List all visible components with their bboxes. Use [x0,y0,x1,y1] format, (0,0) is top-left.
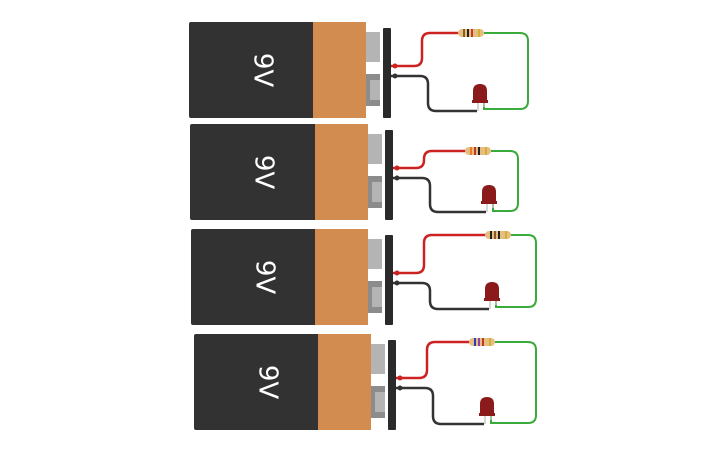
led-3-rim [484,298,500,301]
resistor-2-band-2 [474,147,476,155]
resistor-3-band-4 [505,231,507,239]
resistor-4-band-4 [489,338,491,346]
circuit-1: 9V [189,22,529,118]
led-1-dome [473,84,487,103]
led-2-rim [481,201,497,204]
wire-1-positive [391,31,460,68]
wire-4-loop [490,341,537,424]
battery-4-terminal-negative-inner [375,392,385,412]
battery-2-terminal-positive [368,134,382,164]
battery-2-label: 9V [249,155,279,190]
battery-3-label: 9V [250,260,280,295]
led-2-dome [482,185,496,204]
wire-1-loop [483,32,529,110]
battery-4-terminal-positive [371,344,385,374]
battery-4-band [318,334,371,430]
battery-4-label: 9V [253,365,283,400]
resistor-4-band-2 [478,338,480,346]
battery-3-terminal-positive [368,239,382,269]
wire-2-loop [491,150,519,212]
connector-4-positive [397,375,403,381]
led-1-rim [472,100,488,103]
connector-2-positive [394,165,400,171]
wire-2-positive [393,149,467,170]
battery-1-label: 9V [248,53,278,88]
connector-3-negative [394,280,400,286]
resistor-2-band-3 [478,147,480,155]
battery-3-clip [385,235,393,325]
wire-4-negative [396,386,484,426]
battery-4-clip [388,340,396,430]
battery-3-terminal-negative-inner [372,287,382,307]
wire-4-positive [396,340,471,380]
resistor-1-band-1 [463,29,465,37]
connector-1-negative [392,73,398,79]
led-4-rim [479,413,495,416]
led-4[interactable] [479,397,495,424]
led-4-dome [480,397,494,416]
led-3-dome [485,282,499,301]
battery-2-terminal-negative-inner [372,182,382,202]
resistor-1[interactable] [458,29,484,37]
battery-2-clip [385,130,393,220]
resistor-1-band-2 [467,29,469,37]
resistor-4-band-3 [482,338,484,346]
battery-1-terminal-positive [366,32,380,62]
battery-1-band [313,22,366,118]
resistor-3[interactable] [485,231,511,239]
wire-1-negative [391,74,477,113]
battery-2-band [315,124,368,220]
connector-2-negative [394,175,400,181]
resistor-2-band-4 [485,147,487,155]
resistor-4-band-1 [474,338,476,346]
wire-3-loop [495,234,537,308]
circuit-3: 9V [191,229,537,325]
resistor-1-band-4 [478,29,480,37]
led-2[interactable] [481,185,497,212]
resistor-3-band-3 [498,231,500,239]
connector-1-positive [392,63,398,69]
wire-2-negative [393,176,486,214]
connector-3-positive [394,270,400,276]
battery-1-terminal-negative-inner [370,80,380,100]
resistor-2-band-1 [470,147,472,155]
resistor-4[interactable] [469,338,495,346]
wire-3-positive [393,233,487,275]
circuit-2: 9V [190,124,519,220]
led-1[interactable] [472,84,488,111]
battery-3-band [315,229,368,325]
resistor-3-band-2 [494,231,496,239]
connector-4-negative [397,385,403,391]
battery-1-clip [383,28,391,118]
led-3[interactable] [484,282,500,309]
wire-3-negative [393,281,489,311]
circuit-4: 9V [194,334,537,430]
resistor-3-band-1 [490,231,492,239]
resistor-2[interactable] [465,147,491,155]
resistor-1-band-3 [471,29,473,37]
